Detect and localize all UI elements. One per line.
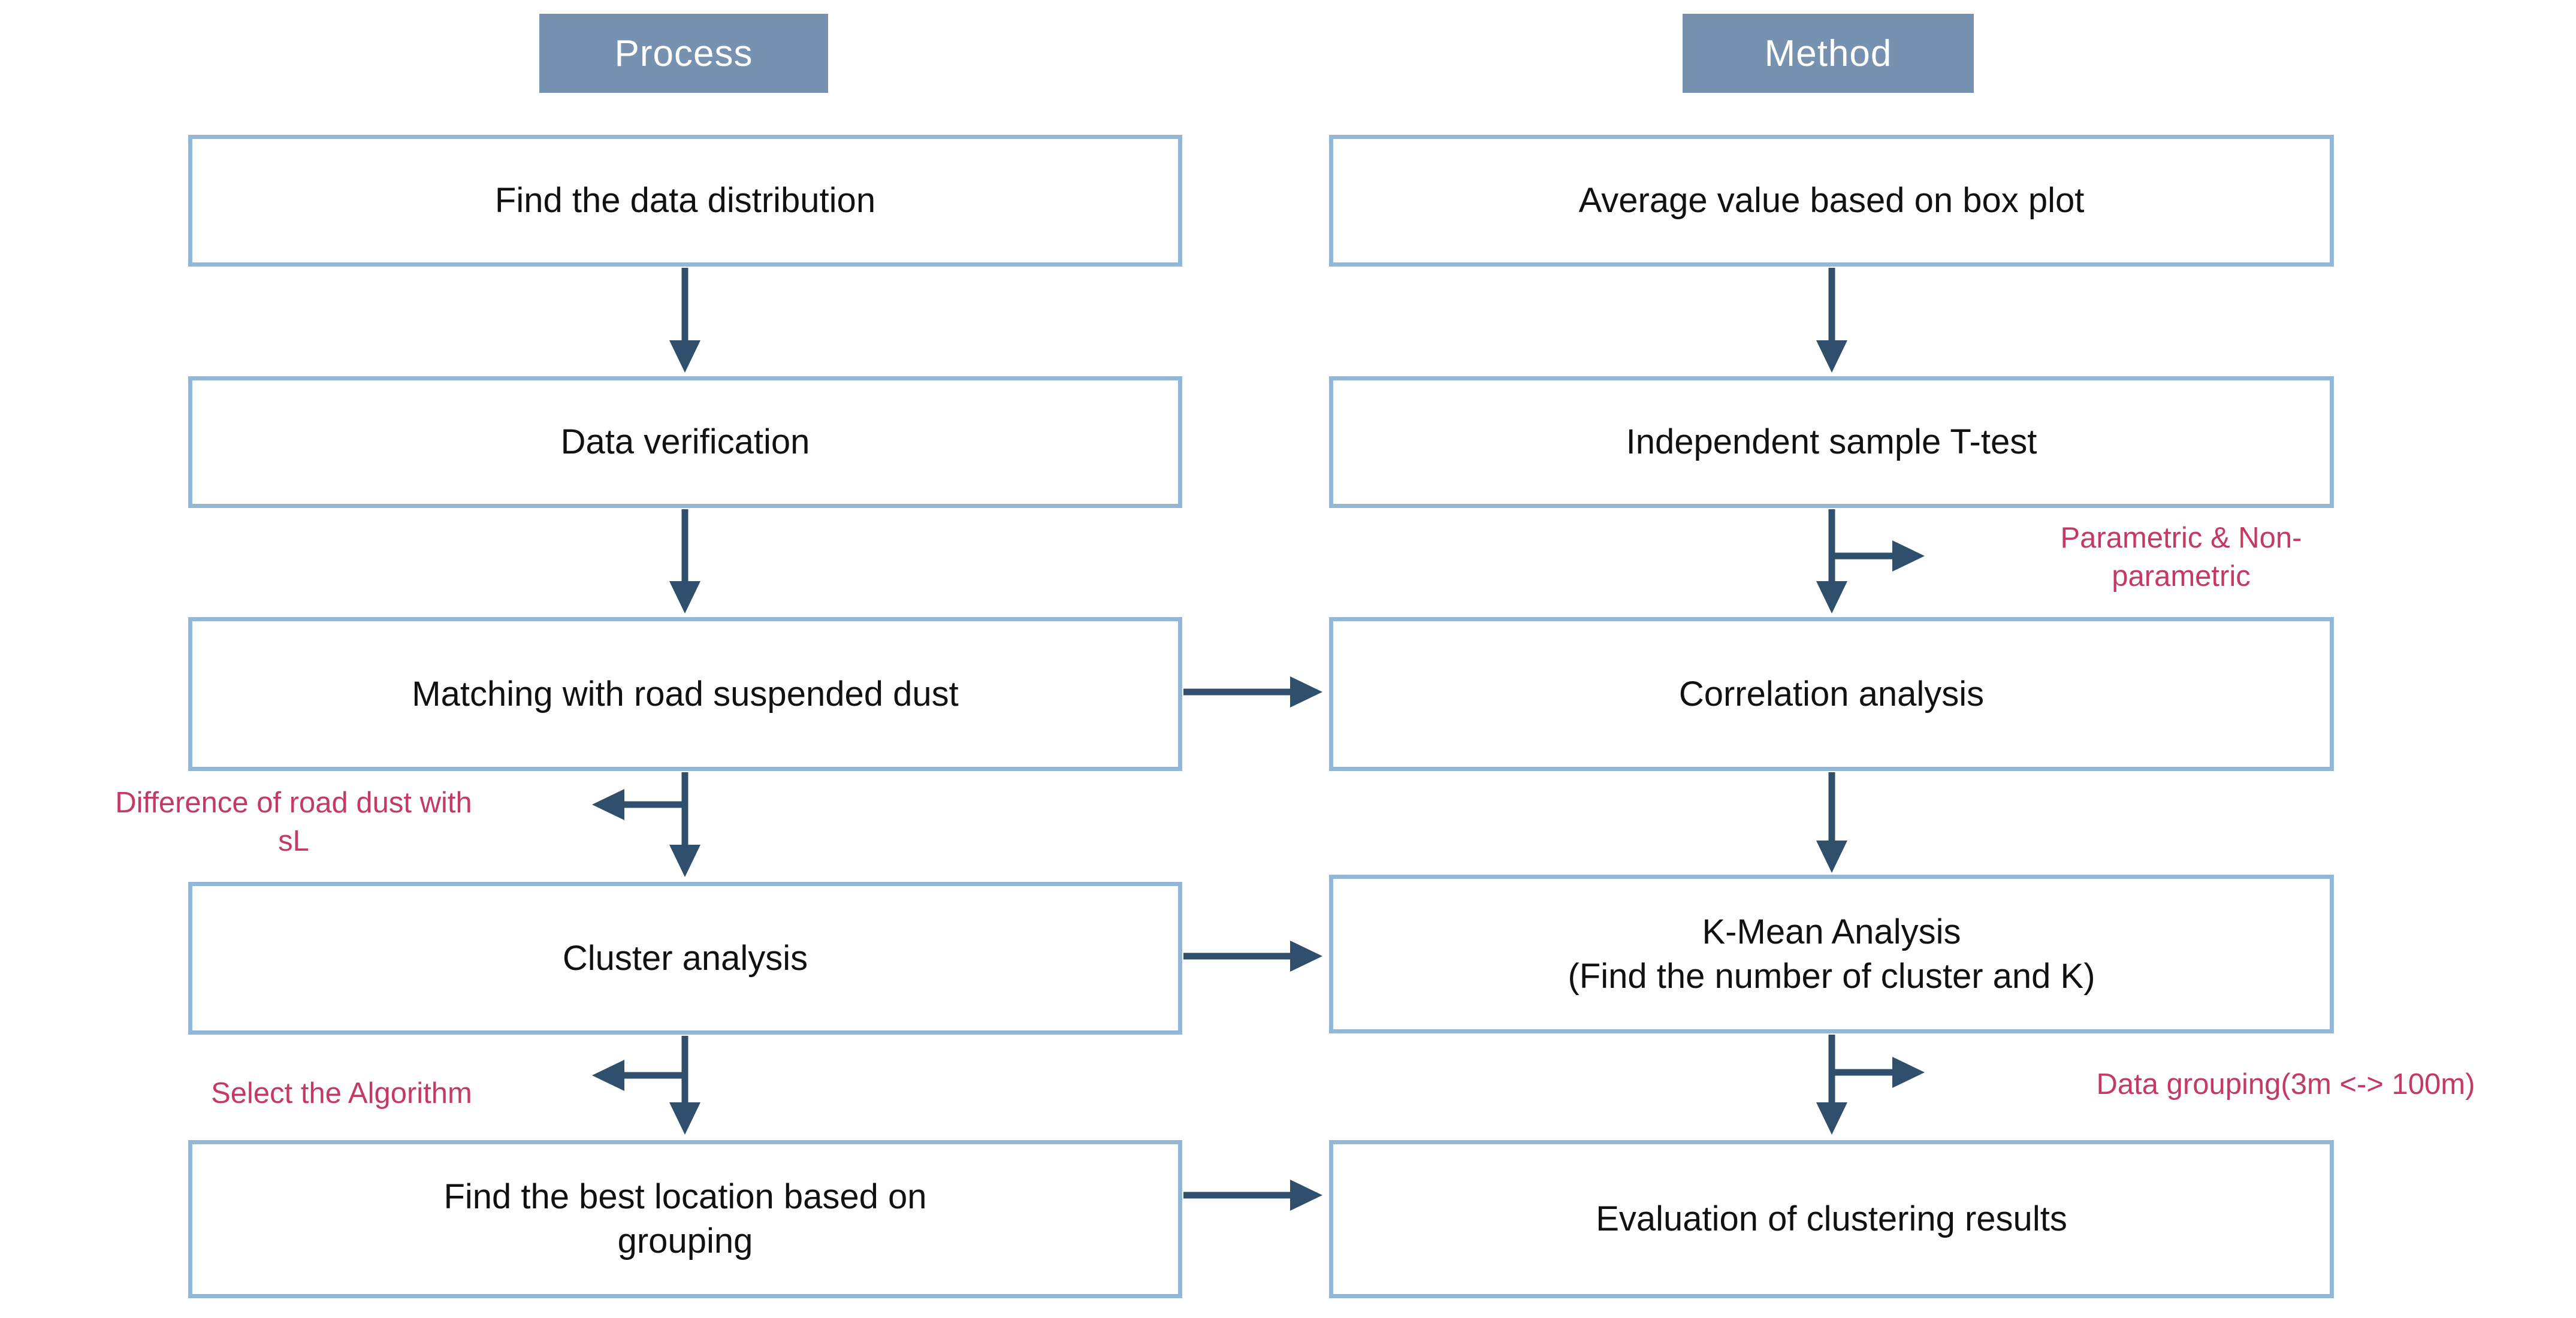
method-step-evaluation-clustering: Evaluation of clustering results <box>1329 1140 2334 1298</box>
process-step-find-data-distribution: Find the data distribution <box>188 135 1182 267</box>
method-step-average-box-plot: Average value based on box plot <box>1329 135 2334 267</box>
process-step-cluster-analysis: Cluster analysis <box>188 882 1182 1035</box>
method-step-correlation-analysis: Correlation analysis <box>1329 617 2334 771</box>
process-column-header: Process <box>539 14 828 93</box>
process-step-best-location: Find the best location based on grouping <box>188 1140 1182 1298</box>
process-step-matching-road-dust: Matching with road suspended dust <box>188 617 1182 771</box>
method-step-t-test: Independent sample T-test <box>1329 376 2334 508</box>
annotation-parametric-nonparametric: Parametric & Non- parametric <box>2060 522 2302 593</box>
annotation-road-dust-sl: Difference of road dust with sL <box>115 787 472 857</box>
annotation-select-algorithm: Select the Algorithm <box>211 1077 472 1110</box>
method-step-k-mean-analysis: K-Mean Analysis (Find the number of clus… <box>1329 875 2334 1033</box>
method-column-header: Method <box>1683 14 1974 93</box>
annotation-data-grouping: Data grouping(3m <-> 100m) <box>2096 1068 2475 1101</box>
process-step-data-verification: Data verification <box>188 376 1182 508</box>
